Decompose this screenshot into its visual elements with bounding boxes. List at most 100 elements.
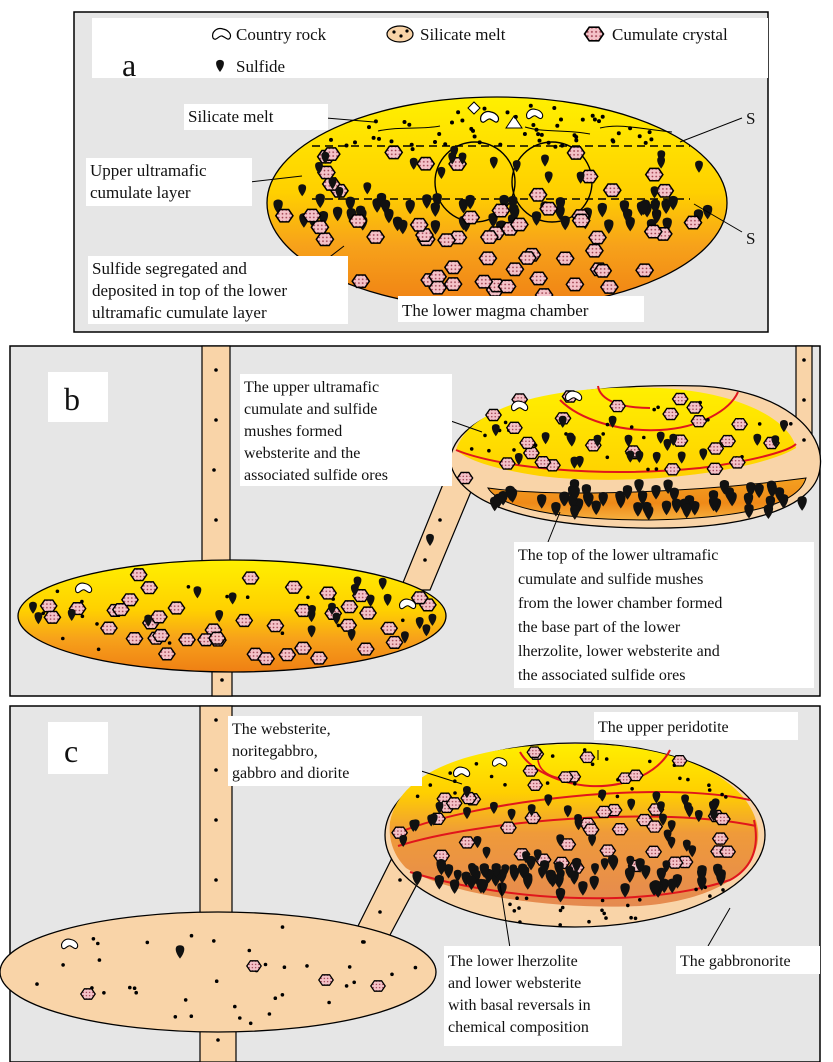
cumulate-crystal bbox=[486, 409, 501, 420]
melt-dot bbox=[377, 137, 381, 141]
cumulate-crystal bbox=[492, 204, 509, 216]
melt-dot bbox=[574, 138, 578, 142]
melt-dot bbox=[634, 917, 638, 921]
label-s-bottom: S bbox=[746, 229, 755, 248]
cumulate-crystal bbox=[580, 752, 594, 762]
cumulate-crystal bbox=[286, 581, 302, 593]
melt-dot bbox=[398, 878, 402, 882]
cumulate-crystal bbox=[573, 214, 590, 226]
melt-dot bbox=[190, 934, 194, 938]
melt-dot bbox=[601, 115, 605, 119]
cumulate-crystal bbox=[500, 458, 515, 469]
cumulate-crystal bbox=[566, 278, 583, 290]
melt-dot bbox=[523, 132, 527, 136]
melt-dot bbox=[506, 110, 510, 114]
melt-dot bbox=[538, 139, 542, 143]
label-b-lower-line1: The top of the lower ultramafic bbox=[518, 547, 718, 564]
melt-dot bbox=[648, 760, 652, 764]
cumulate-crystal bbox=[340, 619, 356, 631]
cumulate-crystal bbox=[520, 437, 535, 448]
melt-dot bbox=[215, 979, 219, 983]
label-c-lherzolite-line3: with basal reversals in bbox=[448, 997, 591, 1014]
melt-dot bbox=[573, 133, 577, 137]
cumulate-crystal bbox=[519, 252, 536, 264]
cumulate-crystal bbox=[604, 184, 621, 196]
melt-dot bbox=[483, 107, 487, 111]
melt-dot bbox=[802, 398, 806, 402]
melt-dot bbox=[535, 128, 539, 132]
cumulate-crystal bbox=[457, 472, 472, 483]
label-b-lower-line4: the base part of the lower bbox=[518, 619, 681, 636]
melt-dot bbox=[644, 141, 648, 145]
cumulate-crystal bbox=[44, 611, 60, 623]
label-b-upper-line3: mushes formed bbox=[244, 423, 342, 440]
cumulate-crystal bbox=[349, 215, 366, 227]
melt-dot bbox=[353, 140, 357, 144]
melt-dot bbox=[348, 965, 352, 969]
cumulate-crystal bbox=[583, 824, 598, 835]
cumulate-crystal bbox=[209, 632, 225, 644]
melt-dot bbox=[560, 144, 564, 148]
panel-b: The upper ultramafic cumulate and sulfid… bbox=[10, 346, 821, 696]
melt-dot bbox=[134, 991, 138, 995]
cumulate-crystal bbox=[612, 824, 627, 835]
melt-dot bbox=[587, 920, 591, 924]
cumulate-crystal bbox=[600, 845, 615, 856]
cumulate-crystal bbox=[179, 634, 195, 646]
melt-dot bbox=[187, 585, 191, 589]
melt-dot bbox=[190, 1014, 194, 1018]
label-b-lower-line5: lherzolite, lower websterite and bbox=[518, 643, 720, 660]
melt-dot bbox=[246, 595, 250, 599]
melt-dot bbox=[212, 468, 216, 472]
label-b-upper-line5: associated sulfide ores bbox=[244, 467, 388, 484]
melt-dot bbox=[547, 141, 551, 145]
cumulate-crystal bbox=[673, 393, 688, 404]
legend-sulfide: Sulfide bbox=[236, 57, 285, 76]
melt-dot bbox=[249, 1022, 253, 1026]
cumulate-crystal bbox=[656, 185, 673, 197]
cumulate-crystal bbox=[647, 821, 662, 832]
cumulate-crystal bbox=[319, 975, 333, 985]
melt-dot bbox=[529, 104, 533, 108]
melt-dot bbox=[61, 637, 65, 641]
cumulate-crystal bbox=[311, 652, 327, 664]
label-b-lower-line2: cumulate and sulfide mushes bbox=[518, 571, 703, 588]
melt-dot bbox=[443, 142, 447, 146]
legend-silicate-melt: Silicate melt bbox=[420, 25, 506, 44]
melt-dot bbox=[581, 118, 585, 122]
melt-dot bbox=[450, 121, 454, 125]
cumulate-crystal bbox=[258, 653, 274, 665]
cumulate-crystal bbox=[684, 216, 701, 228]
melt-dot bbox=[638, 898, 642, 902]
melt-dot bbox=[470, 447, 474, 451]
melt-dot bbox=[552, 106, 556, 110]
melt-dot bbox=[174, 1015, 178, 1019]
melt-dot bbox=[473, 135, 477, 139]
melt-dot bbox=[503, 783, 507, 787]
cumulate-crystal bbox=[386, 637, 402, 649]
melt-dot bbox=[281, 631, 285, 635]
melt-dot bbox=[214, 818, 218, 822]
melt-dot bbox=[638, 134, 642, 138]
cumulate-crystal bbox=[159, 648, 175, 660]
melt-dot bbox=[367, 125, 371, 129]
melt-dot bbox=[559, 909, 563, 913]
melt-dot bbox=[602, 912, 606, 916]
melt-dot bbox=[407, 123, 411, 127]
legend-cumulate-crystal: Cumulate crystal bbox=[612, 25, 728, 44]
melt-dot bbox=[283, 965, 287, 969]
melt-dot bbox=[416, 795, 420, 799]
cumulate-crystal bbox=[341, 601, 357, 613]
label-lower-magma-chamber: The lower magma chamber bbox=[402, 301, 589, 320]
label-silicate-melt-a: Silicate melt bbox=[188, 107, 274, 126]
melt-dot bbox=[214, 718, 218, 722]
cumulate-crystal bbox=[523, 766, 537, 776]
melt-dot bbox=[478, 140, 482, 144]
melt-dot bbox=[214, 418, 218, 422]
melt-dot bbox=[362, 940, 366, 944]
melt-dot bbox=[61, 963, 65, 967]
label-c-lherzolite-line2: and lower websterite bbox=[448, 975, 581, 992]
cumulate-crystal bbox=[707, 463, 722, 474]
cumulate-crystal bbox=[645, 225, 662, 237]
label-upper-cumulate-line2: cumulate layer bbox=[90, 183, 191, 202]
